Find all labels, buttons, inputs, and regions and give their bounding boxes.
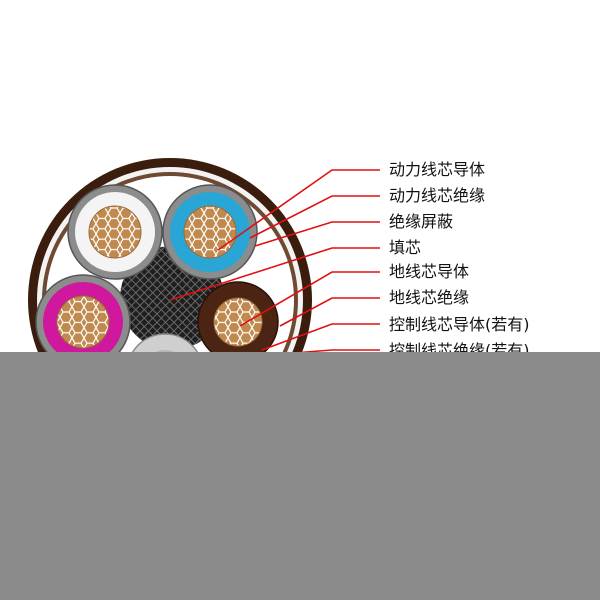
leader-line-5 [239, 271, 380, 327]
leader-line-4 [169, 247, 380, 301]
label-earth-conductor: 地线芯导体 [389, 262, 469, 281]
leader-line-7 [261, 323, 380, 351]
gray-overlay-block [0, 352, 600, 600]
label-insulation-screen: 绝缘屏蔽 [389, 212, 453, 231]
earth-core-brown [197, 281, 279, 363]
label-power-conductor: 动力线芯导体 [389, 160, 485, 179]
label-power-insulation: 动力线芯绝缘 [389, 186, 485, 205]
label-earth-insulation: 地线芯绝缘 [389, 288, 469, 307]
leader-line-3 [254, 221, 380, 247]
label-filler: 填芯 [389, 238, 421, 257]
power-core-blue [162, 184, 258, 280]
leader-line-6 [279, 297, 380, 327]
label-control-conductor: 控制线芯导体(若有) [389, 315, 530, 334]
power-core-magenta [35, 274, 131, 370]
labels: 动力线芯导体 动力线芯绝缘 绝缘屏蔽 填芯 地线芯导体 地线芯绝缘 控制线芯导体… [389, 160, 530, 360]
leader-line-2 [249, 195, 380, 239]
leader-line-1 [217, 169, 380, 251]
power-core-white [67, 184, 163, 280]
leader-lines [169, 169, 380, 357]
